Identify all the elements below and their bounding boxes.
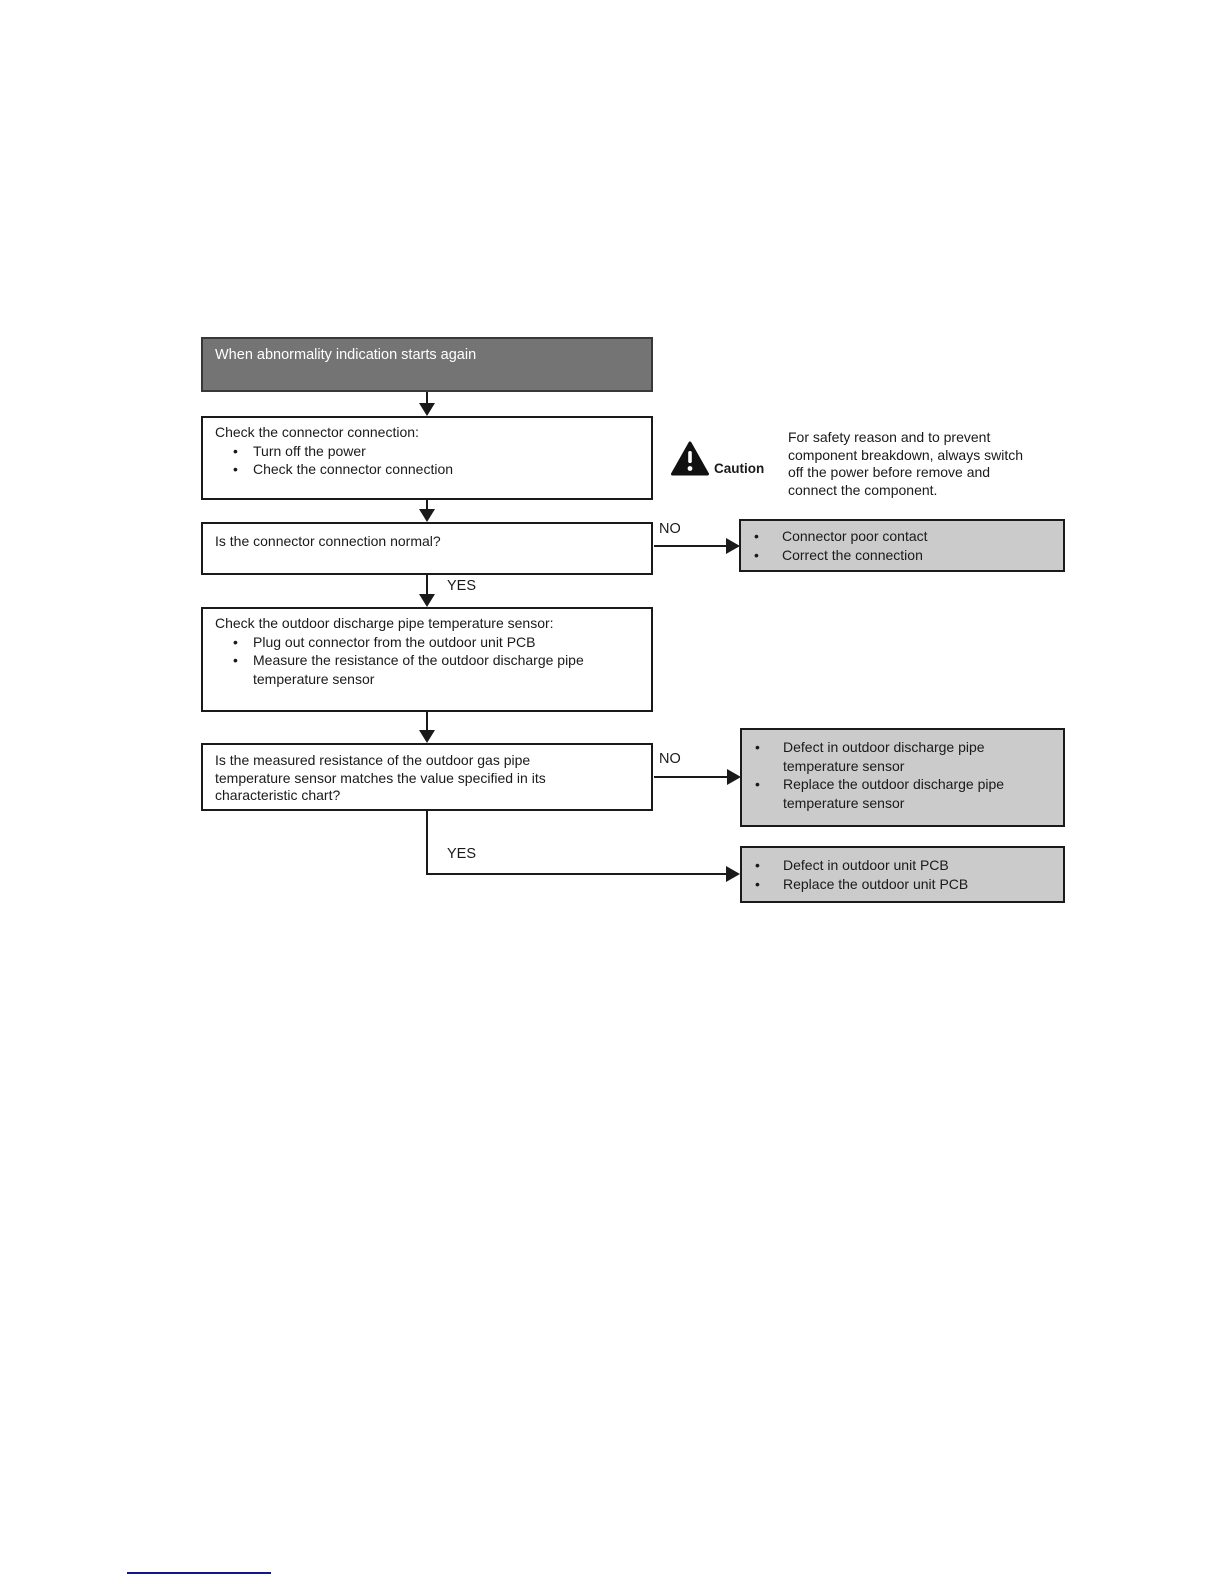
list-item: • Plug out connector from the outdoor un… — [215, 633, 639, 652]
step-check-sensor-title: Check the outdoor discharge pipe tempera… — [215, 615, 554, 631]
list-item-text: Measure the resistance of the outdoor di… — [253, 652, 584, 687]
bullet-icon: • — [233, 652, 238, 668]
branch-label-no: NO — [659, 751, 681, 767]
step-check-connector-title: Check the connector connection: — [215, 424, 419, 440]
caution-text-line: For safety reason and to prevent — [788, 429, 991, 445]
list-item: • Measure the resistance of the outdoor … — [215, 651, 639, 688]
step-check-sensor: Check the outdoor discharge pipe tempera… — [201, 607, 653, 712]
connector-line — [426, 575, 428, 596]
caution-label: Caution — [714, 461, 765, 476]
list-item: • Correct the connection — [754, 546, 1063, 565]
list-item-text: Correct the connection — [782, 546, 923, 563]
connector-line — [426, 811, 428, 875]
bullet-icon: • — [754, 546, 759, 563]
branch-label-no: NO — [659, 521, 681, 537]
list-item: • Defect in outdoor discharge pipe tempe… — [755, 738, 1063, 775]
arrow-right-icon — [727, 769, 741, 785]
list-item: • Turn off the power — [215, 442, 639, 461]
connector-line — [426, 392, 428, 405]
branch-label-yes: YES — [447, 578, 477, 594]
bullet-icon: • — [755, 739, 760, 755]
list-item-text: Plug out connector from the outdoor unit… — [253, 633, 536, 650]
arrow-right-icon — [726, 538, 740, 554]
start-node: When abnormality indication starts again — [201, 337, 653, 392]
question-text-line: temperature sensor matches the value spe… — [215, 769, 546, 786]
question-text-line: Is the measured resistance of the outdoo… — [215, 752, 531, 768]
connector-line — [426, 500, 428, 511]
step-check-connector: Check the connector connection: • Turn o… — [201, 416, 653, 500]
list-item: • Defect in outdoor unit PCB — [755, 856, 1063, 875]
result-pcb-defect: • Defect in outdoor unit PCB • Replace t… — [740, 846, 1065, 903]
arrow-right-icon — [726, 866, 740, 882]
connector-line — [654, 776, 728, 778]
arrow-down-icon — [419, 509, 435, 522]
caution-triangle-icon — [670, 441, 710, 477]
result-sensor-defect: • Defect in outdoor discharge pipe tempe… — [740, 728, 1065, 827]
question-connector-normal: Is the connector connection normal? — [201, 522, 653, 575]
list-item-text: Defect in outdoor discharge pipe tempera… — [783, 739, 985, 774]
arrow-down-icon — [419, 403, 435, 416]
list-item-text: Replace the outdoor unit PCB — [783, 875, 969, 892]
list-item: • Replace the outdoor unit PCB — [755, 875, 1063, 894]
caution-text: For safety reason and to prevent compone… — [788, 429, 1058, 499]
result-connector-poor-contact: • Connector poor contact • Correct the c… — [739, 519, 1065, 572]
connector-line — [654, 545, 727, 547]
list-item-text: Connector poor contact — [782, 528, 928, 544]
bullet-icon: • — [233, 633, 238, 650]
list-item: • Replace the outdoor discharge pipe tem… — [755, 775, 1063, 812]
caution-text-line: off the power before remove and — [788, 464, 991, 480]
bullet-icon: • — [233, 442, 238, 459]
connector-line — [426, 873, 727, 875]
list-item-text: Defect in outdoor unit PCB — [783, 857, 949, 873]
list-item-text: Turn off the power — [253, 442, 366, 459]
start-node-label: When abnormality indication starts again — [215, 347, 477, 363]
arrow-down-icon — [419, 594, 435, 607]
list-item-text: Replace the outdoor discharge pipe tempe… — [783, 776, 1005, 811]
list-item: • Check the connector connection — [215, 460, 639, 479]
branch-label-yes: YES — [447, 846, 477, 862]
caution-text-line: component breakdown, always switch — [788, 446, 1024, 463]
bullet-icon: • — [755, 776, 760, 792]
question-resistance-match: Is the measured resistance of the outdoo… — [201, 743, 653, 811]
bullet-icon: • — [233, 461, 238, 477]
question-text-line: characteristic chart? — [215, 787, 341, 803]
question-text: Is the connector connection normal? — [215, 533, 441, 549]
connector-line — [426, 712, 428, 732]
bullet-icon: • — [755, 875, 760, 892]
list-item-text: Check the connector connection — [253, 461, 454, 477]
arrow-down-icon — [419, 730, 435, 743]
caution-text-line: connect the component. — [788, 481, 938, 498]
footer-rule — [127, 1572, 271, 1574]
list-item: • Connector poor contact — [754, 527, 1063, 546]
bullet-icon: • — [755, 857, 760, 873]
bullet-icon: • — [754, 528, 759, 544]
